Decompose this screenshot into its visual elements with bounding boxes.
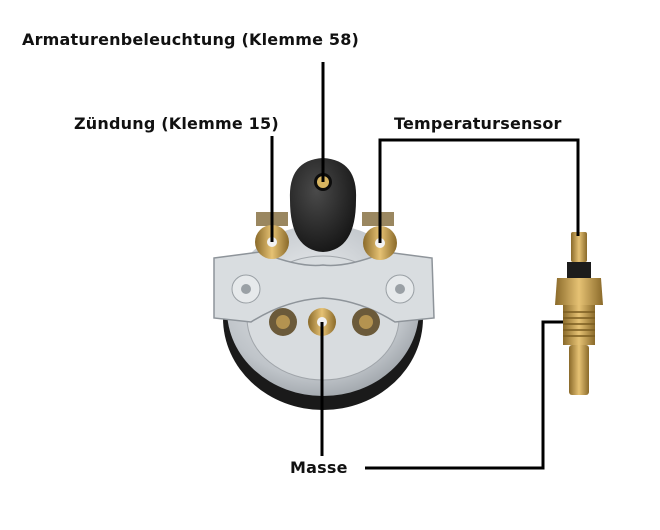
label-masse: Masse (290, 458, 348, 477)
temperature-sensor (555, 232, 603, 395)
wire-masse-sensor (365, 320, 563, 470)
gauge-back (213, 158, 435, 410)
label-zuendung: Zündung (Klemme 15) (74, 114, 279, 133)
wire-temperatur (378, 138, 580, 243)
label-armaturenbeleuchtung: Armaturenbeleuchtung (Klemme 58) (22, 30, 360, 49)
label-temperatursensor: Temperatursensor (394, 114, 562, 133)
